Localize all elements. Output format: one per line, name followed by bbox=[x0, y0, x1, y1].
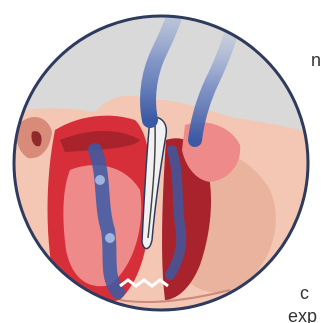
air-bubble bbox=[95, 175, 105, 185]
text-fragment: exp bbox=[288, 307, 317, 323]
text-fragment: c bbox=[300, 284, 309, 302]
text-fragment: n bbox=[311, 51, 321, 69]
air-bubble bbox=[105, 233, 115, 243]
